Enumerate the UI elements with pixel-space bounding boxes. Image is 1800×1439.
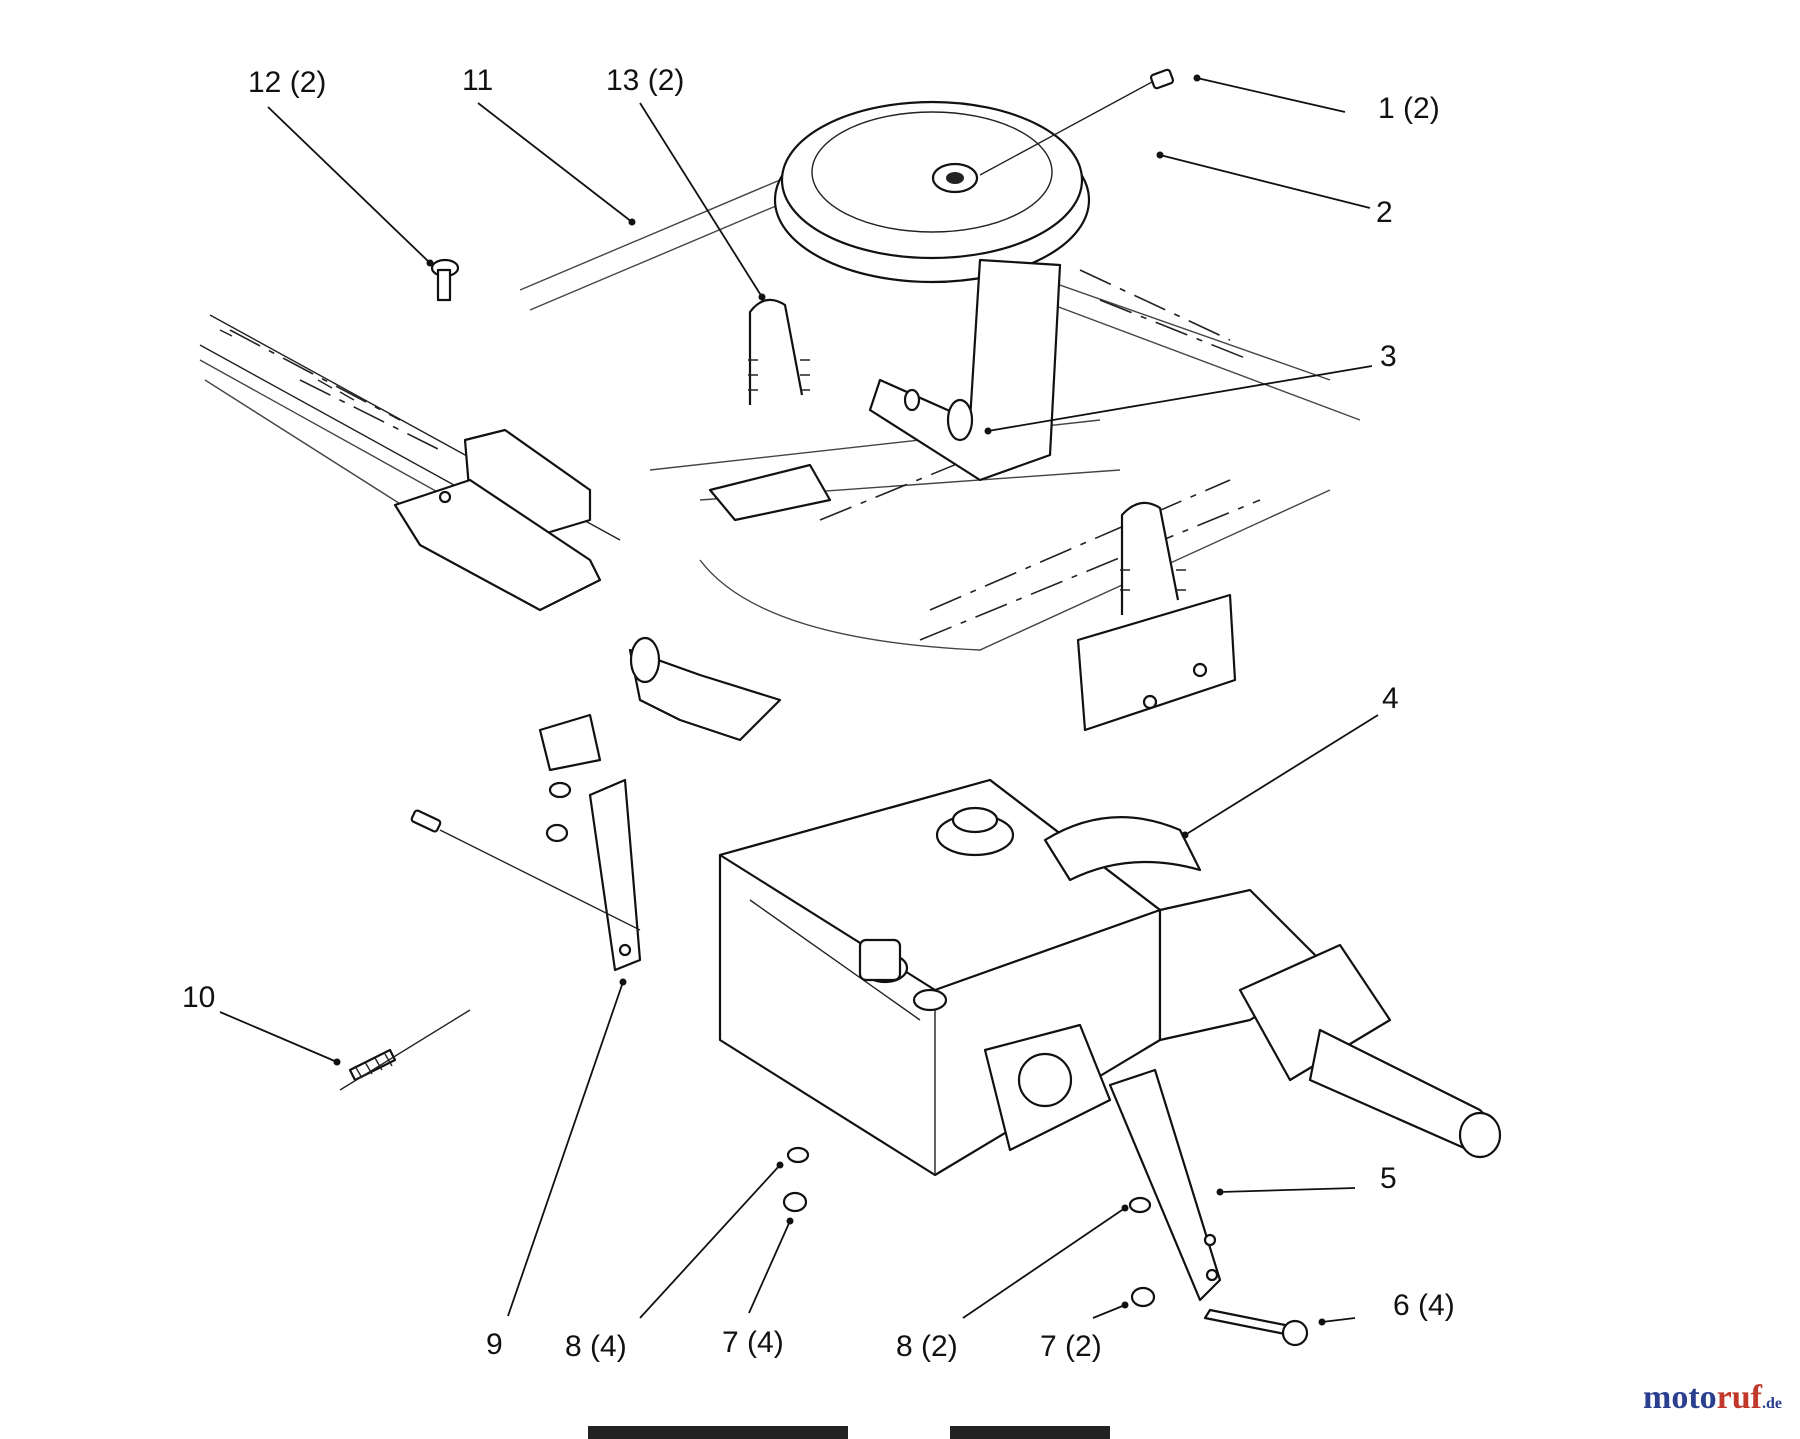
u-bolt-left [708, 298, 832, 522]
set-screw [979, 68, 1175, 176]
torque-bracket [1108, 1068, 1222, 1302]
bolt-12 [430, 258, 460, 302]
callout-8b: 8 (2) [896, 1330, 958, 1363]
callout-3: 3 [1380, 340, 1397, 373]
cut-off-banner [588, 1426, 1110, 1439]
watermark-logo: motoruf.de [1643, 1379, 1782, 1417]
u-bolt-right [1076, 501, 1237, 732]
callout-7b: 7 (2) [1040, 1330, 1102, 1363]
leader-dots [333, 74, 1326, 1326]
bolt-6 [1203, 1308, 1309, 1347]
frame-bolt [410, 809, 641, 931]
spring [339, 1009, 471, 1091]
callout-6: 6 (4) [1393, 1289, 1455, 1322]
washers-and-nuts [545, 781, 1156, 1308]
frame-rail [199, 314, 621, 612]
mounting-plate [538, 713, 642, 972]
watermark-part-moto: moto [1643, 1379, 1717, 1416]
callout-12: 12 (2) [248, 66, 326, 99]
callout-5: 5 [1380, 1162, 1397, 1195]
transaxle [628, 636, 1502, 1177]
callout-2: 2 [1376, 196, 1393, 229]
frame-outline [199, 179, 1361, 651]
callout-11: 11 [462, 64, 493, 97]
callout-10: 10 [182, 981, 215, 1014]
callout-8a: 8 (4) [565, 1330, 627, 1363]
callout-9: 9 [486, 1328, 503, 1361]
watermark-part-ruf: ruf [1716, 1379, 1762, 1416]
pulley [773, 100, 1091, 284]
callout-labels: 12 (2) 11 13 (2) 1 (2) 2 3 4 10 5 6 (4) … [182, 64, 1455, 1363]
leader-lines [219, 77, 1379, 1323]
idler-bracket [868, 258, 1062, 482]
callout-1: 1 (2) [1378, 92, 1440, 125]
watermark-part-de: .de [1762, 1395, 1782, 1412]
callout-4: 4 [1382, 682, 1399, 715]
callout-7a: 7 (4) [722, 1326, 784, 1359]
callout-13: 13 (2) [606, 64, 684, 97]
